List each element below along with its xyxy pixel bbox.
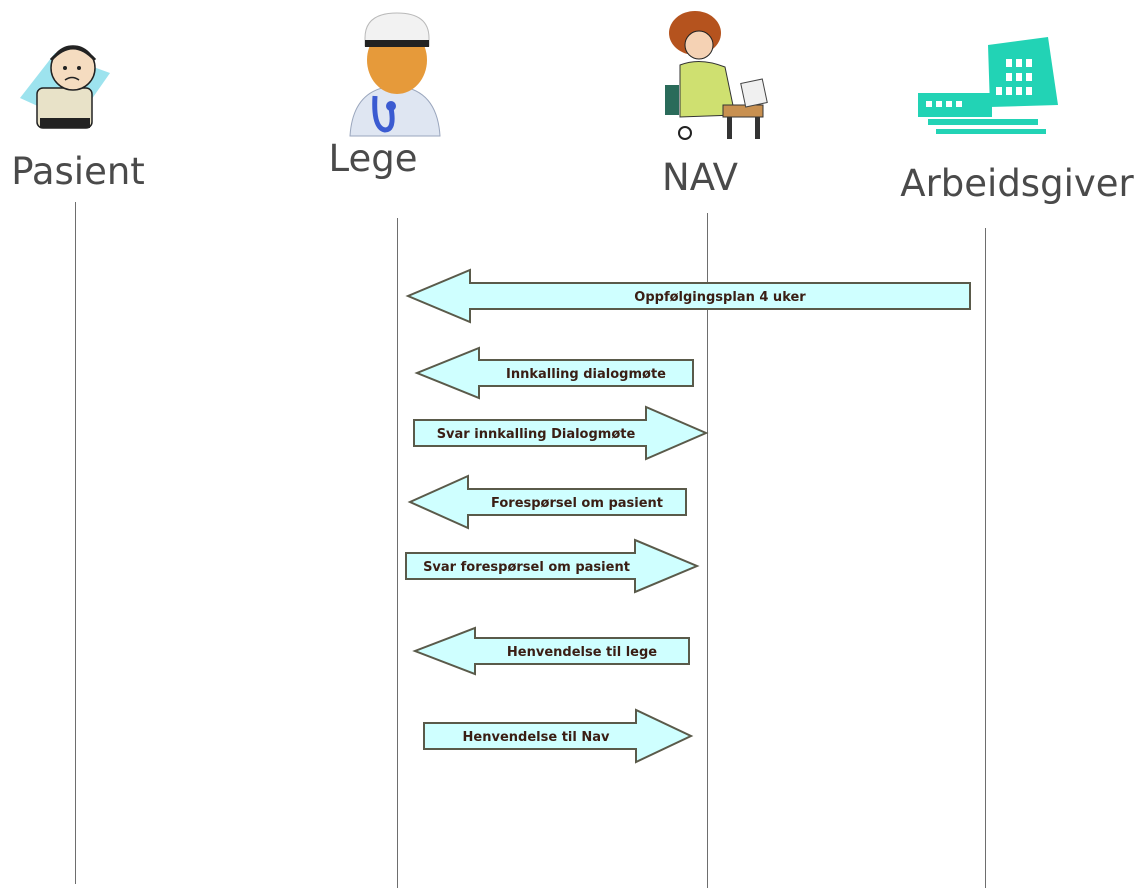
- message-label: Svar forespørsel om pasient: [423, 560, 630, 575]
- sick-patient-icon: [15, 18, 115, 138]
- message-arrow: Henvendelse til Nav: [423, 708, 694, 764]
- lifeline-pasient: [75, 202, 76, 884]
- actor-label-pasient: Pasient: [11, 150, 145, 193]
- lifeline-lege: [397, 218, 398, 888]
- message-arrow-shape: [412, 626, 690, 676]
- message-arrow: Innkalling dialogmøte: [414, 346, 694, 400]
- message-label: Oppfølgingsplan 4 uker: [634, 290, 806, 305]
- message-arrow-shape: [405, 268, 971, 324]
- actor-label-lege: Lege: [328, 137, 418, 180]
- doctor-icon: [345, 8, 445, 138]
- message-arrow-shape: [405, 538, 700, 594]
- message-arrow-shape: [414, 346, 694, 400]
- message-arrow-shape: [407, 474, 687, 530]
- message-arrow: Forespørsel om pasient: [407, 474, 687, 530]
- message-label: Henvendelse til Nav: [463, 730, 610, 745]
- message-arrow-shape: [413, 405, 709, 461]
- actor-label-nav: NAV: [662, 156, 738, 199]
- message-label: Forespørsel om pasient: [491, 496, 663, 511]
- message-arrow: Svar forespørsel om pasient: [405, 538, 700, 594]
- message-label: Henvendelse til lege: [507, 645, 657, 660]
- actor-label-arbeidsgiver: Arbeidsgiver: [900, 162, 1134, 205]
- message-arrow: Henvendelse til lege: [412, 626, 690, 676]
- office-building-icon: [918, 35, 1060, 135]
- message-arrow: Svar innkalling Dialogmøte: [413, 405, 709, 461]
- lifeline-arbeidsgiver: [985, 228, 986, 888]
- message-arrow: Oppfølgingsplan 4 uker: [405, 268, 971, 324]
- office-worker-icon: [655, 5, 775, 145]
- message-arrow-shape: [423, 708, 694, 764]
- lifeline-nav: [707, 213, 708, 888]
- message-label: Innkalling dialogmøte: [506, 367, 666, 382]
- message-label: Svar innkalling Dialogmøte: [437, 427, 636, 442]
